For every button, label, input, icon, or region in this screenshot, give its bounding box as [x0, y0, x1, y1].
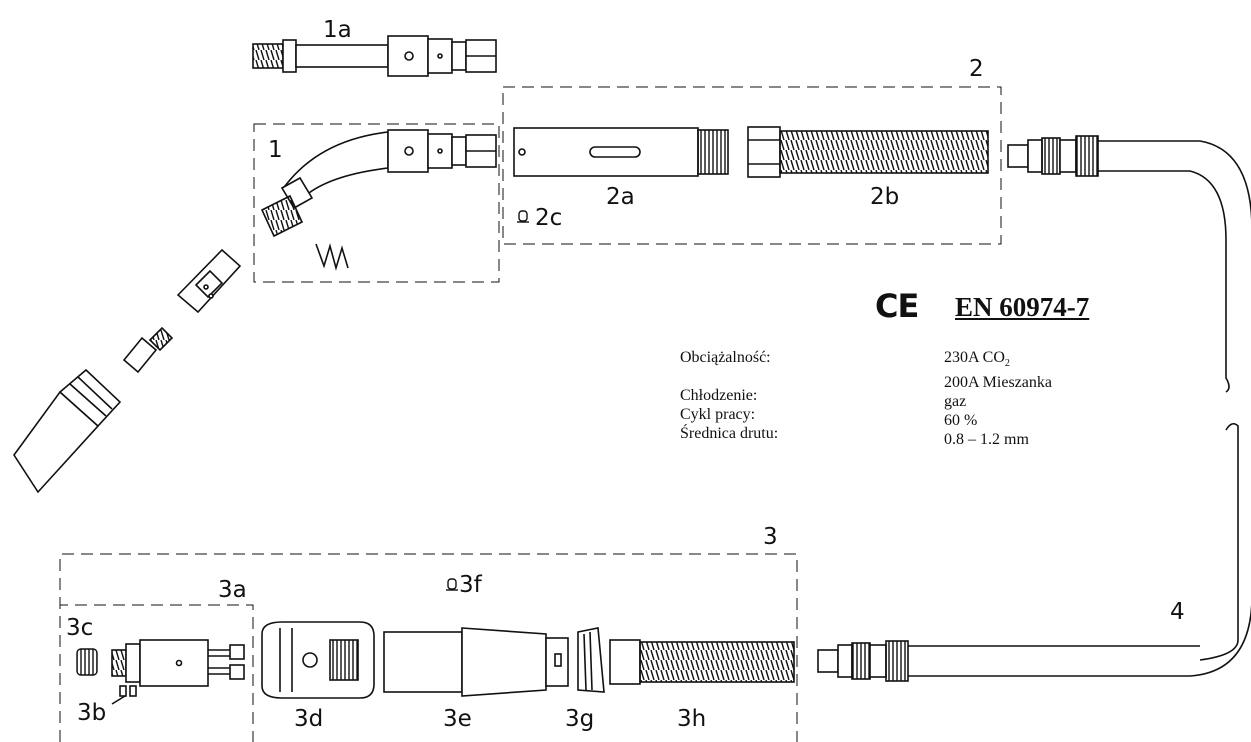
part-3h-spring [609, 639, 795, 685]
part-3a-central-connector [111, 639, 245, 705]
label-3e: 3e [443, 706, 472, 732]
load-value-1-sub: 2 [1004, 358, 1010, 370]
label-3: 3 [763, 524, 778, 550]
label-2c: 2c [535, 205, 563, 231]
cooling-value: gaz [944, 393, 967, 411]
group-3a-box [59, 604, 254, 742]
part-2c-screw [517, 210, 529, 223]
part-2a-handle [513, 127, 729, 177]
part-gas-nozzle [13, 368, 122, 494]
wire-label: Średnica drutu: [680, 425, 779, 442]
label-3g: 3g [565, 706, 595, 732]
part-3g-ring [577, 627, 605, 693]
label-2a: 2a [606, 184, 635, 210]
duty-label: Cykl pracy: [680, 406, 756, 423]
group-1-box [253, 123, 500, 283]
part-3c-nut [76, 648, 98, 676]
part-1a-straight-neck [252, 35, 497, 77]
label-1a: 1a [323, 17, 352, 43]
label-1: 1 [268, 137, 283, 163]
label-3a: 3a [218, 577, 247, 603]
label-3f: 3f [459, 572, 482, 598]
label-3d: 3d [294, 706, 324, 732]
load-value-2: 200A Mieszanka [944, 374, 1052, 392]
load-value-1: 230A CO2 [944, 348, 1052, 373]
label-3c: 3c [66, 615, 94, 641]
duty-value: 60 % [944, 412, 978, 430]
load-label: Obciążalność: [680, 349, 771, 366]
label-4: 4 [1170, 599, 1185, 625]
label-3b: 3b [77, 700, 107, 726]
part-2b-cable-guard [747, 126, 989, 178]
label-2b: 2b [870, 184, 900, 210]
label-3h: 3h [677, 706, 707, 732]
group-2-box [502, 86, 1002, 245]
cooling-label: Chłodzenie: [680, 387, 758, 404]
part-3e-body [383, 627, 569, 697]
spec-values: 230A CO2 200A Mieszanka gaz 60 % 0.8 – 1… [944, 348, 1052, 449]
ce-mark: CE [875, 287, 919, 325]
standard-label: EN 60974-7 [955, 292, 1090, 322]
group-3-box [59, 553, 798, 742]
spec-labels: Obciążalność: Chłodzenie: Cykl pracy: Śr… [680, 348, 778, 443]
part-contact-tip-holder [176, 248, 242, 314]
part-3f-screw [446, 578, 458, 591]
load-value-1-text: 230A CO [944, 349, 1005, 366]
part-3d-body [261, 621, 375, 699]
part-contact-tip [122, 326, 174, 374]
part-1-bent-neck [260, 129, 497, 271]
label-2: 2 [969, 56, 984, 82]
wire-value: 0.8 – 1.2 mm [944, 431, 1029, 449]
